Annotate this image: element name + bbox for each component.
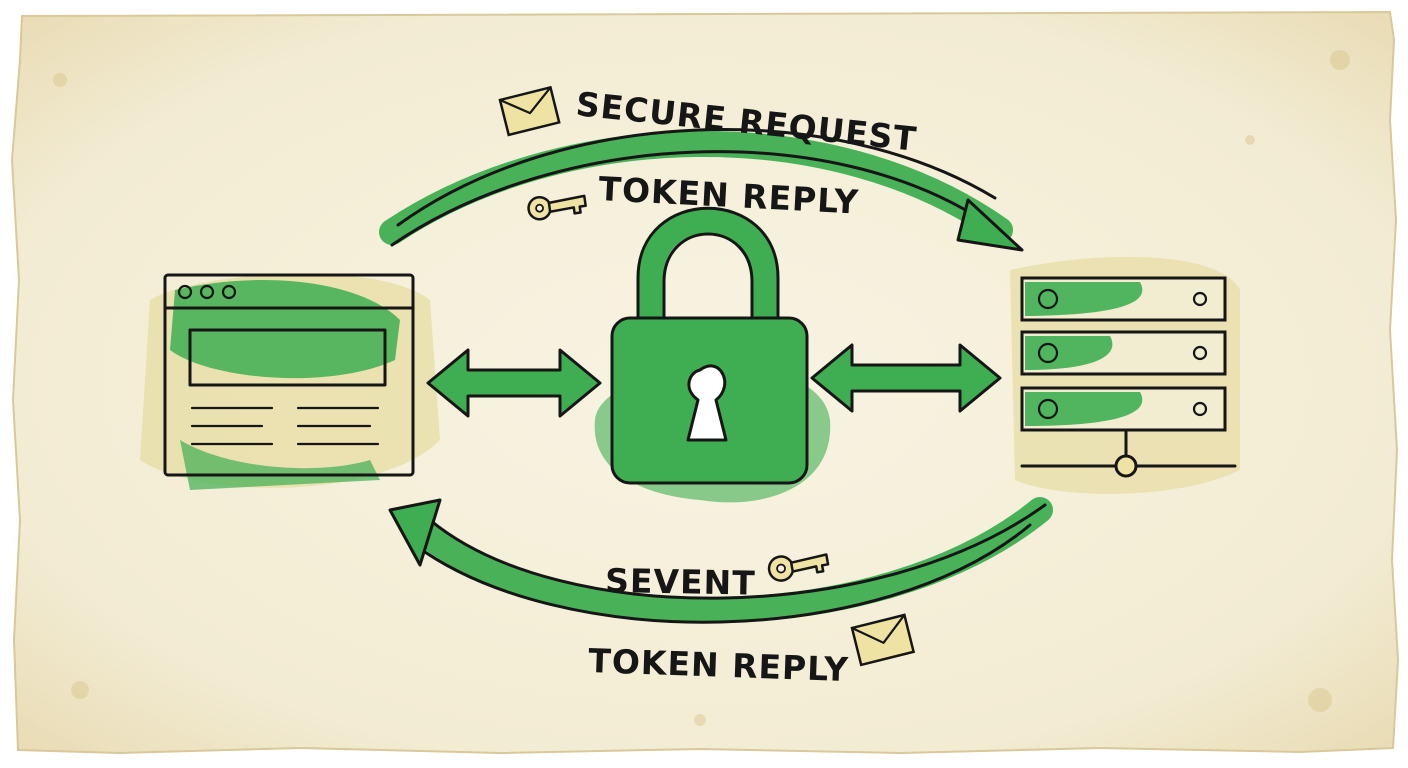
top-arrowhead xyxy=(956,198,1024,252)
left-double-arrow xyxy=(426,348,602,418)
label-token-reply-bottom: TOKEN REPLY xyxy=(588,641,850,689)
server-rack-icon xyxy=(1010,256,1240,494)
top-arc-arrow xyxy=(379,128,1024,252)
envelope-icon xyxy=(498,85,561,137)
label-sevent: SEVENT xyxy=(605,561,756,603)
envelope-icon xyxy=(850,613,916,667)
paper-stains xyxy=(53,50,1350,726)
padlock-icon xyxy=(594,206,831,503)
right-double-arrow xyxy=(810,343,1002,413)
bottom-arrowhead xyxy=(388,498,442,567)
bottom-arc-arrow xyxy=(388,497,1053,624)
key-icon xyxy=(527,194,587,221)
browser-window-icon xyxy=(140,273,440,490)
key-icon xyxy=(767,553,830,582)
